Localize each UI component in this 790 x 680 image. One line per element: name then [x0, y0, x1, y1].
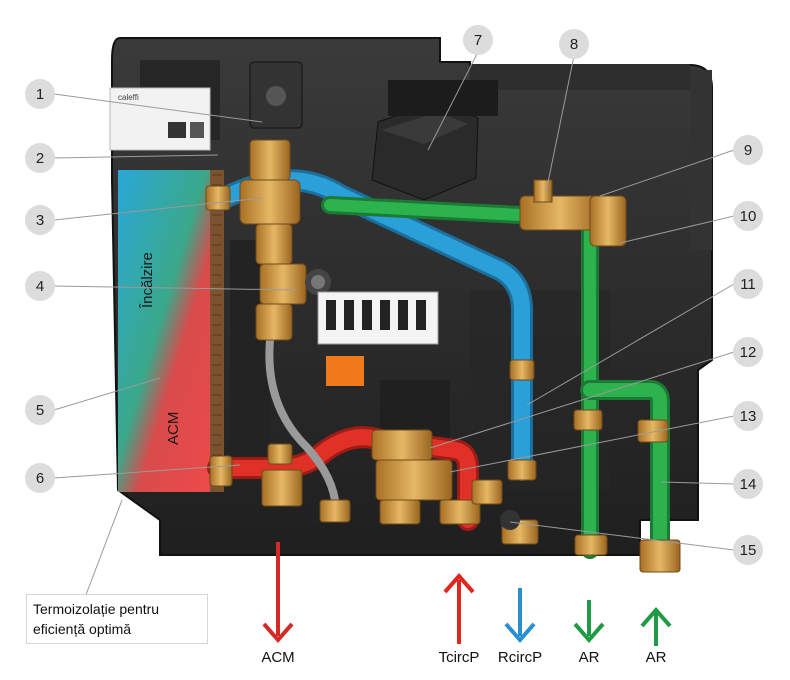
flow-arrow-tcircp: TcircP	[439, 572, 480, 666]
red-pipes	[207, 426, 479, 531]
callout-6-number: 6	[36, 470, 44, 487]
brass-fittings	[205, 139, 681, 573]
callout-4-number: 4	[36, 278, 44, 295]
flow-arrow-acm: ACM	[261, 542, 295, 666]
hx-dhw-label: ACM	[165, 412, 182, 445]
valve-knobs	[305, 172, 609, 530]
callout-10-number: 10	[740, 208, 757, 225]
callout-2: 2	[25, 143, 55, 173]
control-panel	[317, 291, 439, 386]
callout-10: 10	[733, 201, 763, 231]
callout-8-number: 8	[570, 36, 578, 53]
flow-label-rcircp: RcircP	[498, 649, 542, 666]
callout-markers: 1 2 3 4 5 6 7 8 9 10 11 12 13 14 15	[25, 25, 763, 565]
callout-3-number: 3	[36, 212, 44, 229]
callout-14-number: 14	[740, 476, 757, 493]
callout-8: 8	[559, 29, 589, 59]
callout-1-number: 1	[36, 86, 44, 103]
callout-1: 1	[25, 79, 55, 109]
callout-11: 11	[733, 269, 763, 299]
flow-label-ar-down: AR	[579, 649, 600, 666]
callout-7-number: 7	[474, 32, 482, 49]
flow-arrow-rcircp: RcircP	[498, 588, 542, 666]
callout-9-number: 9	[744, 142, 752, 159]
callout-7: 7	[463, 25, 493, 55]
callout-12: 12	[733, 337, 763, 367]
callout-6: 6	[25, 463, 55, 493]
callout-15: 15	[733, 535, 763, 565]
callout-2-number: 2	[36, 150, 44, 167]
callout-5: 5	[25, 395, 55, 425]
callout-15-number: 15	[740, 542, 757, 559]
mixing-valve-actuator	[249, 61, 303, 129]
circulation-pump	[371, 80, 498, 201]
flow-label-tcircp: TcircP	[439, 649, 480, 666]
hx-heating-label: Încălzire	[139, 252, 156, 309]
callout-5-number: 5	[36, 402, 44, 419]
callout-12-number: 12	[740, 344, 757, 361]
plate-heat-exchanger: Încălzire ACM	[118, 170, 224, 492]
callout-11-number: 11	[740, 276, 756, 293]
flow-arrow-ar-up: AR	[640, 606, 672, 666]
callout-13-number: 13	[740, 408, 757, 425]
flow-arrow-ar-down: AR	[573, 600, 605, 666]
brand-text: caleffi	[118, 93, 139, 102]
insulation-note-line2: eficiență optimă	[33, 621, 132, 637]
insulation-note-line1: Termoizolație pentru	[33, 601, 160, 617]
callout-14: 14	[733, 469, 763, 499]
flow-label-ar-up: AR	[646, 649, 667, 666]
flow-arrows: ACM TcircP RcircP AR AR	[261, 542, 672, 666]
callout-leaders	[53, 51, 735, 601]
insulation-note: Termoizolație pentru eficiență optimă	[26, 594, 208, 644]
callout-3: 3	[25, 205, 55, 235]
flow-label-acm: ACM	[261, 649, 294, 666]
callout-13: 13	[733, 401, 763, 431]
product-label: caleffi	[109, 87, 211, 151]
callout-9: 9	[733, 135, 763, 165]
callout-4: 4	[25, 271, 55, 301]
flexible-pipe	[265, 339, 339, 501]
